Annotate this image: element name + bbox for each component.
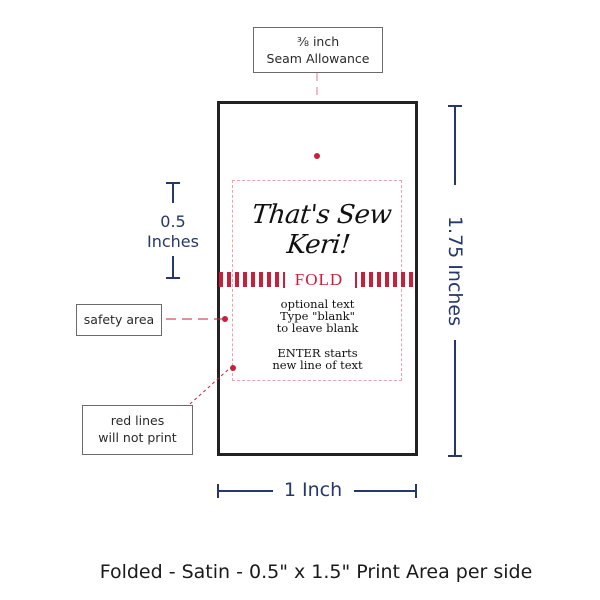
fold-stripe (393, 272, 397, 287)
fold-stripe (385, 272, 389, 287)
fold-stripe (361, 272, 365, 287)
height-bottom-cap (448, 455, 462, 457)
width-right-line (354, 490, 416, 492)
fold-stripe (259, 272, 263, 287)
height-bottom-line (454, 340, 456, 456)
half-inch-label: 0.5 Inches (140, 212, 206, 252)
width-left-line (217, 490, 273, 492)
half-inch-value: 0.5 (160, 212, 186, 231)
enter-text-line: new line of text (272, 358, 363, 372)
fold-label: FOLD (294, 270, 344, 289)
red-lines-text: red lines (110, 413, 165, 428)
height-top-line (454, 105, 456, 185)
fold-stripe (219, 272, 223, 287)
fold-stripe (235, 272, 239, 287)
fold-stripe (227, 272, 231, 287)
seam-allowance-callout: ⅜ inch Seam Allowance (253, 27, 383, 73)
seam-allowance-measure: ⅜ inch (296, 34, 340, 49)
label-outline (217, 101, 418, 456)
safety-dot-marker (222, 316, 228, 322)
red-lines-leader-line (189, 367, 231, 405)
optional-text-line: Type "blank" (280, 309, 355, 323)
optional-text-line: optional text (280, 297, 355, 311)
fold-divider-right (355, 272, 357, 288)
fold-stripe (275, 272, 279, 287)
red-lines-dot-marker (230, 365, 236, 371)
product-caption: Folded - Satin - 0.5" x 1.5" Print Area … (99, 561, 533, 583)
seam-dot-marker (314, 153, 320, 159)
width-label: 1 Inch (283, 479, 343, 501)
fold-stripe (377, 272, 381, 287)
half-inch-unit: Inches (147, 232, 199, 251)
fold-stripe (369, 272, 373, 287)
safety-area-callout: safety area (76, 304, 162, 336)
optional-text-line: to leave blank (276, 321, 359, 335)
optional-text-block: optional text Type "blank" to leave blan… (235, 298, 400, 334)
fold-stripe (409, 272, 413, 287)
half-inch-bottom-cap (166, 277, 180, 279)
fold-stripe (401, 272, 405, 287)
fold-divider-left (283, 272, 285, 288)
fold-stripe (251, 272, 255, 287)
safety-area-text: safety area (83, 312, 155, 327)
width-right-cap (415, 484, 417, 498)
fold-stripe (267, 272, 271, 287)
enter-text-block: ENTER starts new line of text (235, 347, 400, 371)
fold-stripe (243, 272, 247, 287)
half-inch-bottom-line (172, 256, 174, 278)
red-lines-text: will not print (98, 430, 177, 445)
red-lines-callout: red lines will not print (82, 405, 193, 455)
half-inch-top-line (172, 182, 174, 203)
seam-allowance-text: Seam Allowance (266, 51, 370, 66)
enter-text-line: ENTER starts (277, 346, 358, 360)
